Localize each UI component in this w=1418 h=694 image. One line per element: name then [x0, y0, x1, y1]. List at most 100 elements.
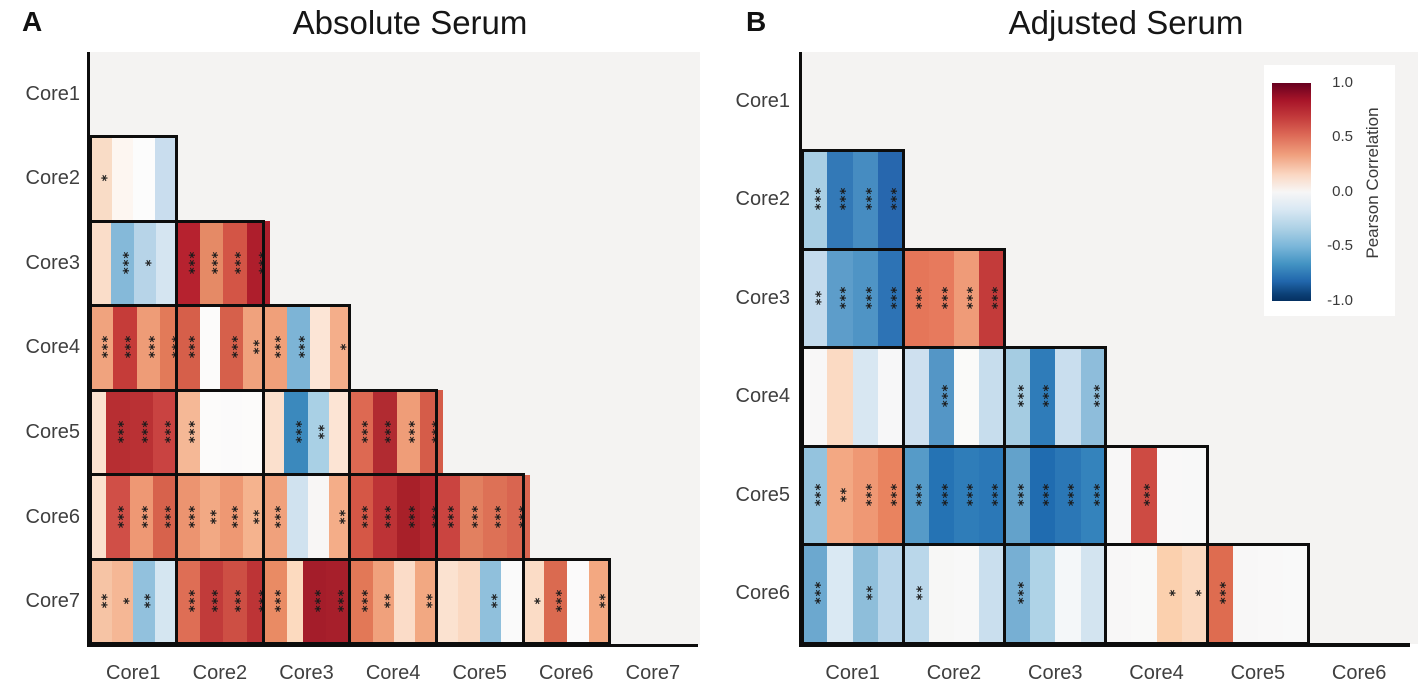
cell-stripe: ***	[302, 559, 327, 644]
panel-a-y-tick-label: Core5	[25, 420, 80, 443]
panel-b-matrix-cell: ***********	[802, 249, 904, 348]
panel-a-y-tick-label: Core6	[25, 505, 80, 528]
significance-stars: ***	[180, 589, 196, 614]
panel-a-cell-divider	[175, 221, 179, 306]
significance-stars: ***	[883, 286, 899, 310]
cell-stripe	[1055, 347, 1081, 446]
significance-stars: ***	[832, 286, 848, 310]
panel-a-cell-divider	[261, 305, 265, 391]
significance-stars: ***	[510, 505, 526, 529]
cell-stripe: ***	[1055, 446, 1081, 545]
cell-stripe: ***	[1080, 446, 1106, 545]
cell-stripe: ***	[903, 446, 929, 545]
significance-stars: ***	[464, 505, 479, 529]
cell-stripe: **	[200, 474, 220, 560]
cell-stripe: **	[243, 474, 264, 560]
panel-a-cell-divider	[434, 474, 438, 560]
panel-a-matrix-cell: **	[436, 559, 524, 644]
significance-stars: **	[136, 593, 152, 610]
panel-a-cell-divider	[521, 559, 525, 644]
cell-stripe: ***	[852, 446, 878, 545]
cell-stripe	[1131, 544, 1157, 643]
panel-a-matrix-cell: *****	[263, 474, 350, 560]
cell-stripe: ***	[928, 249, 954, 348]
significance-stars: ***	[908, 483, 924, 507]
cell-stripe	[436, 559, 459, 644]
panel-b-x-tick-label: Core2	[926, 662, 982, 684]
cell-stripe: ***	[953, 446, 980, 545]
cell-stripe	[242, 390, 264, 475]
cell-stripe: ***	[349, 390, 374, 475]
cell-stripe: **	[588, 559, 610, 644]
significance-stars: ***	[180, 251, 196, 276]
panel-b-cell-divider	[1003, 446, 1007, 545]
panel-b-cell-divider	[901, 347, 905, 446]
significance-stars: ***	[1009, 483, 1025, 507]
panel-b-matrix-cell: ***	[903, 347, 1005, 446]
panel-a-cell-divider	[175, 390, 179, 475]
panel-a-x-axis-line	[87, 643, 698, 647]
cell-stripe: ***	[111, 221, 135, 306]
cell-stripe: ***	[436, 474, 460, 560]
significance-stars: ***	[933, 483, 949, 507]
cell-stripe: ***	[1029, 446, 1056, 545]
significance-stars: ***	[883, 188, 899, 212]
panel-b-cell-divider	[901, 544, 905, 643]
panel-a-cell-divider	[175, 305, 179, 391]
cell-stripe: ***	[373, 390, 397, 475]
significance-stars: **	[832, 487, 848, 504]
significance-stars: ***	[267, 336, 283, 360]
significance-stars: *	[332, 344, 348, 352]
cell-stripe	[133, 136, 155, 222]
panel-a-cell-divider	[261, 390, 265, 475]
panel-a-cell-divider	[261, 474, 265, 560]
cell-stripe: ***	[852, 150, 878, 249]
cell-stripe: ***	[373, 474, 397, 560]
panel-b-x-tick-label: Core5	[1230, 662, 1286, 684]
cell-stripe	[310, 305, 330, 391]
cell-stripe: ***	[219, 305, 244, 391]
colorbar-tick: -1.0	[1327, 292, 1353, 309]
significance-stars: ***	[1035, 483, 1051, 507]
panel-b-matrix-cell: *****	[802, 544, 904, 643]
cell-stripe: ***	[129, 390, 154, 475]
cell-stripe: ***	[176, 305, 200, 391]
significance-stars: *	[93, 174, 109, 183]
cell-stripe	[286, 559, 303, 644]
cell-stripe: ***	[349, 559, 374, 644]
cell-stripe: ***	[129, 474, 154, 560]
significance-stars: ***	[133, 420, 149, 445]
panel-b-y-tick-label: Core6	[735, 582, 790, 605]
cell-stripe: ***	[349, 474, 374, 560]
panel-b-cell-divider	[901, 446, 905, 545]
cell-stripe	[827, 544, 853, 643]
significance-stars: ***	[224, 505, 240, 529]
significance-stars: ***	[487, 505, 503, 529]
significance-stars: ***	[424, 420, 440, 445]
cell-stripe: ***	[1004, 347, 1030, 446]
significance-stars: ***	[857, 188, 873, 212]
cell-stripe: ***	[263, 474, 287, 560]
cell-stripe	[90, 390, 107, 475]
significance-stars: ***	[1060, 483, 1076, 507]
significance-stars: ***	[180, 420, 196, 445]
significance-stars: ***	[807, 483, 823, 507]
cell-stripe: ***	[176, 559, 200, 644]
cell-stripe: ***	[200, 559, 224, 644]
cell-stripe: **	[133, 559, 155, 644]
significance-stars: ***	[204, 251, 220, 276]
significance-stars: ***	[377, 420, 393, 445]
panel-b-matrix-cell: **	[1105, 544, 1208, 643]
cell-stripe: ***	[263, 305, 287, 391]
significance-stars: ***	[224, 336, 240, 360]
cell-stripe	[1283, 544, 1309, 643]
panel-a-y-tick-label: Core7	[25, 590, 80, 613]
panel-b-letter: B	[746, 6, 767, 37]
panel-a-matrix-cell: *********	[263, 559, 350, 644]
panel-b-matrix-cell: **	[903, 544, 1005, 643]
panel-b-matrix-cell: ***	[1105, 446, 1208, 545]
significance-stars: ***	[807, 582, 823, 606]
cell-stripe	[1080, 544, 1106, 643]
significance-stars: ***	[267, 505, 283, 529]
cell-stripe: ***	[483, 474, 507, 560]
